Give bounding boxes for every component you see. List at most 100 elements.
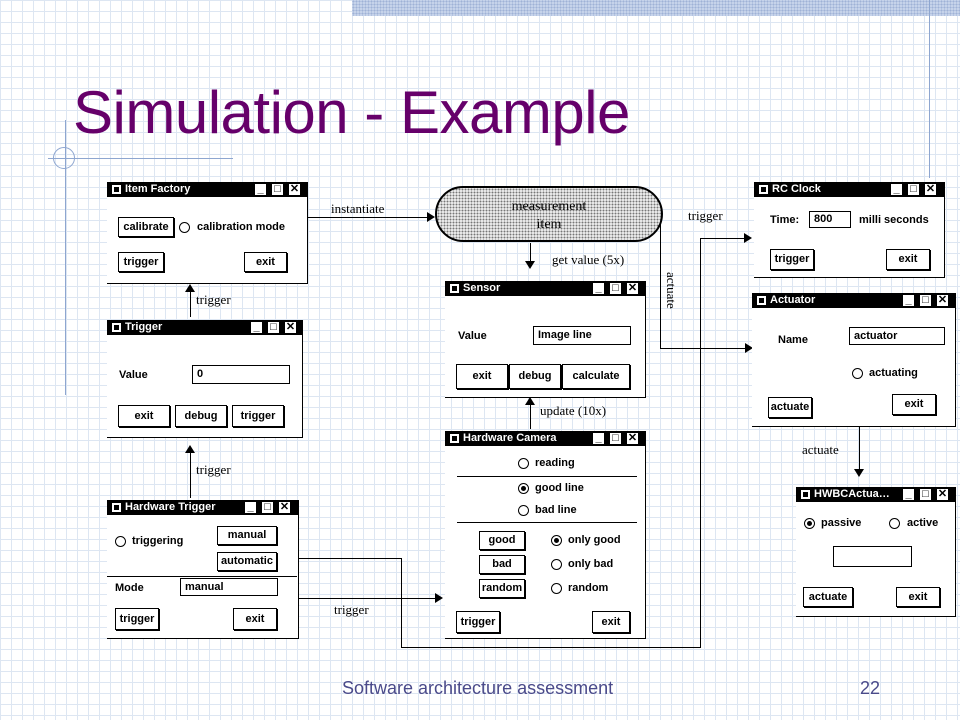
trigger-titlebar[interactable]: Trigger _ □ ✕ [107, 320, 302, 335]
minimize-icon[interactable]: _ [902, 294, 915, 307]
reading-label: reading [535, 457, 575, 469]
actuating-radio[interactable] [852, 368, 863, 379]
random-radio[interactable] [551, 583, 562, 594]
app-window-icon [111, 322, 122, 333]
hardware-trigger-titlebar[interactable]: Hardware Trigger _ □ ✕ [107, 500, 298, 515]
close-icon[interactable]: ✕ [626, 432, 639, 445]
good-line-radio[interactable] [518, 483, 529, 494]
minimize-icon[interactable]: _ [592, 282, 605, 295]
sensor-title: Sensor [463, 282, 501, 294]
close-icon[interactable]: ✕ [626, 282, 639, 295]
bad-line-radio[interactable] [518, 505, 529, 516]
minimize-icon[interactable]: _ [250, 321, 263, 334]
trigger-exit-button[interactable]: exit [118, 405, 170, 427]
maximize-icon[interactable]: □ [919, 294, 932, 307]
reading-radio[interactable] [518, 458, 529, 469]
hardware-trigger-trigger-button[interactable]: trigger [115, 608, 159, 630]
close-icon[interactable]: ✕ [284, 321, 297, 334]
trigger-value-field[interactable]: 0 [192, 365, 290, 384]
hwbc-exit-button[interactable]: exit [896, 587, 940, 607]
hwbc-actuator-titlebar[interactable]: HWBCActua… _ □ ✕ [796, 487, 955, 502]
minimize-icon[interactable]: _ [592, 432, 605, 445]
close-icon[interactable]: ✕ [924, 183, 937, 196]
item-factory-window: Item Factory _ □ ✕ calibrate calibration… [107, 182, 308, 284]
minimize-icon[interactable]: _ [902, 488, 915, 501]
get-value-arrowhead [525, 261, 535, 269]
hardware-trigger-separator [107, 576, 297, 577]
sensor-value-label: Value [458, 330, 487, 342]
passive-label: passive [821, 517, 862, 529]
trigger-debug-button[interactable]: debug [175, 405, 227, 427]
hwbc-actuate-button[interactable]: actuate [803, 587, 853, 607]
hwbc-field[interactable] [833, 546, 912, 567]
calibration-mode-radio[interactable] [179, 222, 190, 233]
actuator-titlebar[interactable]: Actuator _ □ ✕ [752, 293, 955, 308]
actuator-exit-button[interactable]: exit [892, 394, 936, 415]
sensor-value-field[interactable]: Image line [533, 326, 631, 345]
close-icon[interactable]: ✕ [278, 501, 291, 514]
hardware-trigger-window: Hardware Trigger _ □ ✕ triggering manual… [107, 500, 299, 639]
automatic-button[interactable]: automatic [217, 552, 277, 571]
good-button[interactable]: good [479, 531, 525, 550]
only-good-label: only good [568, 534, 621, 546]
rc-clock-exit-button[interactable]: exit [886, 249, 930, 270]
app-window-icon [449, 283, 460, 294]
active-radio[interactable] [889, 518, 900, 529]
bad-button[interactable]: bad [479, 555, 525, 574]
item-factory-title: Item Factory [125, 183, 191, 195]
hardware-trigger-title: Hardware Trigger [125, 501, 216, 513]
maximize-icon[interactable]: □ [609, 432, 622, 445]
actuator-actuate-button[interactable]: actuate [768, 397, 812, 418]
maximize-icon[interactable]: □ [609, 282, 622, 295]
sensor-titlebar[interactable]: Sensor _ □ ✕ [445, 281, 645, 296]
hardware-camera-exit-button[interactable]: exit [592, 611, 630, 633]
sensor-debug-button[interactable]: debug [509, 364, 561, 389]
mode-field[interactable]: manual [180, 578, 278, 596]
maximize-icon[interactable]: □ [267, 321, 280, 334]
time-field[interactable]: 800 [809, 211, 851, 228]
actuating-label: actuating [869, 367, 918, 379]
hardware-camera-window: Hardware Camera _ □ ✕ reading good line … [445, 431, 646, 639]
hardware-trigger-exit-button[interactable]: exit [233, 608, 277, 630]
triggering-radio[interactable] [115, 536, 126, 547]
maximize-icon[interactable]: □ [261, 501, 274, 514]
hardware-camera-titlebar[interactable]: Hardware Camera _ □ ✕ [445, 431, 645, 446]
trigger-clock-line-a [298, 558, 401, 559]
close-icon[interactable]: ✕ [936, 294, 949, 307]
minimize-icon[interactable]: _ [890, 183, 903, 196]
item-factory-exit-button[interactable]: exit [244, 252, 287, 272]
maximize-icon[interactable]: □ [919, 488, 932, 501]
sensor-exit-button[interactable]: exit [456, 364, 508, 389]
hwbc-actuator-title: HWBCActua… [814, 488, 890, 500]
update-line [530, 405, 531, 429]
minimize-icon[interactable]: _ [244, 501, 257, 514]
random-button[interactable]: random [479, 579, 525, 598]
passive-radio[interactable] [804, 518, 815, 529]
item-factory-trigger-button[interactable]: trigger [118, 252, 164, 272]
rc-clock-titlebar[interactable]: RC Clock _ □ ✕ [754, 182, 944, 197]
rc-clock-trigger-button[interactable]: trigger [770, 249, 814, 270]
only-good-radio[interactable] [551, 535, 562, 546]
trigger-clock-line-b [401, 558, 402, 648]
maximize-icon[interactable]: □ [907, 183, 920, 196]
vertical-rule-right [929, 0, 930, 178]
calibrate-button[interactable]: calibrate [118, 217, 174, 237]
item-factory-titlebar[interactable]: Item Factory _ □ ✕ [107, 182, 307, 197]
actuate-line-a [660, 217, 661, 349]
only-bad-radio[interactable] [551, 559, 562, 570]
triggering-label: triggering [132, 535, 184, 547]
trigger-trigger-button[interactable]: trigger [232, 405, 284, 427]
update-label: update (10x) [540, 403, 607, 418]
hardware-camera-trigger-button[interactable]: trigger [456, 611, 500, 633]
trigger-factory-arrowhead [185, 284, 195, 292]
close-icon[interactable]: ✕ [936, 488, 949, 501]
only-bad-label: only bad [568, 558, 614, 570]
trigger-to-factory-label: trigger [196, 292, 231, 307]
minimize-icon[interactable]: _ [254, 183, 267, 196]
close-icon[interactable]: ✕ [288, 183, 301, 196]
manual-button[interactable]: manual [217, 526, 277, 545]
name-field[interactable]: actuator [849, 327, 945, 345]
crosshair-circle [53, 147, 75, 169]
sensor-calculate-button[interactable]: calculate [562, 364, 630, 389]
maximize-icon[interactable]: □ [271, 183, 284, 196]
